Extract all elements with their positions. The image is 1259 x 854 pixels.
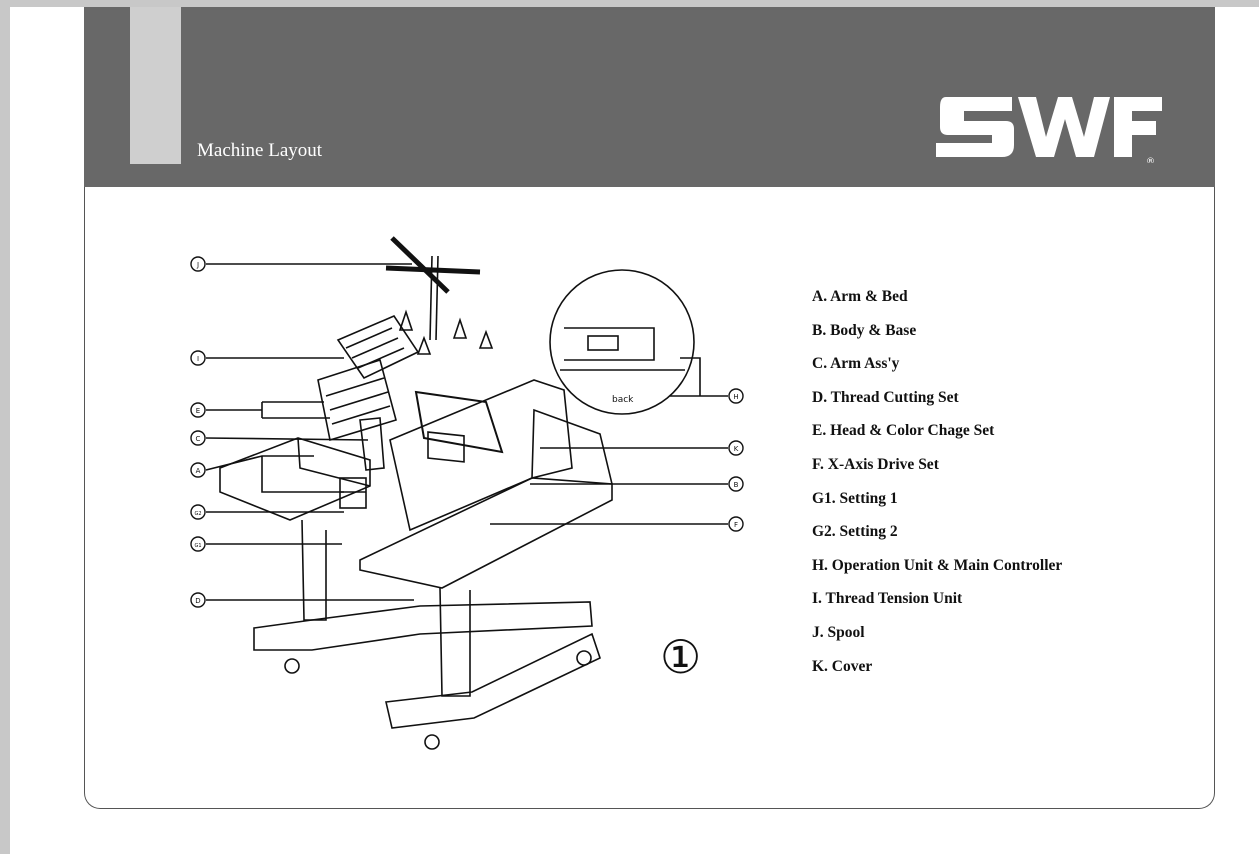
page-top-edge bbox=[0, 0, 1259, 7]
header-tab bbox=[130, 7, 181, 164]
swf-logo: ® bbox=[936, 97, 1162, 163]
legend-item-d: D. Thread Cutting Set bbox=[812, 388, 959, 406]
callout-c: C bbox=[196, 435, 201, 443]
page-header: Machine Layout ® bbox=[84, 7, 1215, 187]
legend-item-j: J. Spool bbox=[812, 623, 865, 641]
machine-diagram: J I E C A G2 G1 D H K B F back bbox=[190, 236, 744, 750]
callout-i: I bbox=[197, 355, 199, 363]
page-title: Machine Layout bbox=[197, 140, 323, 161]
legend-item-g1: G1. Setting 1 bbox=[812, 489, 898, 507]
legend-item-i: I. Thread Tension Unit bbox=[812, 590, 963, 608]
callout-f: F bbox=[734, 521, 738, 529]
callout-j: J bbox=[196, 261, 199, 269]
callout-b: B bbox=[734, 481, 739, 489]
callout-k: K bbox=[734, 445, 739, 453]
legend-item-k: K. Cover bbox=[812, 657, 873, 675]
page-left-edge bbox=[0, 0, 10, 854]
inset-label: back bbox=[612, 395, 634, 405]
legend-item-c: C. Arm Ass'y bbox=[812, 355, 900, 373]
legend-item-f: F. X-Axis Drive Set bbox=[812, 455, 939, 473]
legend-item-a: A. Arm & Bed bbox=[812, 288, 908, 305]
legend-item-b: B. Body & Base bbox=[812, 321, 917, 339]
legend-item-g2: G2. Setting 2 bbox=[812, 523, 898, 541]
callout-g2: G2 bbox=[194, 511, 201, 517]
callout-g1: G1 bbox=[194, 543, 201, 549]
callout-e: E bbox=[196, 407, 200, 415]
parts-legend: A. Arm & Bed B. Body & Base C. Arm Ass'y… bbox=[812, 286, 1062, 689]
legend-item-e: E. Head & Color Chage Set bbox=[812, 422, 995, 440]
registered-mark: ® bbox=[1146, 157, 1155, 163]
legend-item-h: H. Operation Unit & Main Controller bbox=[812, 556, 1063, 574]
callout-h: H bbox=[733, 393, 738, 401]
callout-a: A bbox=[196, 467, 201, 475]
circled-number: ① bbox=[660, 630, 702, 684]
callout-d: D bbox=[195, 597, 200, 605]
